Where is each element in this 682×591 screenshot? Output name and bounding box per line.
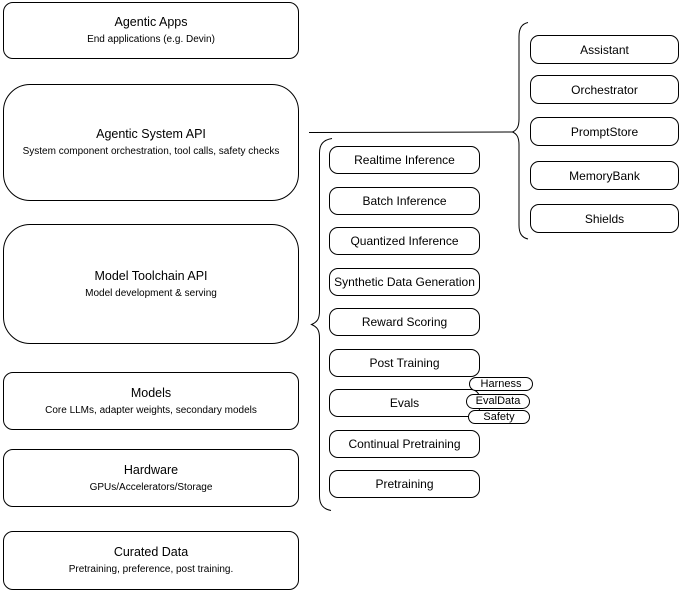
node-subtitle: Pretraining, preference, post training. bbox=[68, 564, 234, 575]
node-label: Evals bbox=[389, 396, 420, 410]
tag-harness: Harness bbox=[469, 377, 533, 391]
node-label: Post Training bbox=[369, 356, 440, 370]
node-synthetic-data-generation: Synthetic Data Generation bbox=[329, 268, 480, 296]
node-subtitle: GPUs/Accelerators/Storage bbox=[89, 481, 213, 493]
node-reward-scoring: Reward Scoring bbox=[329, 308, 480, 336]
node-label: Shields bbox=[584, 211, 625, 226]
node-label: Synthetic Data Generation bbox=[334, 275, 475, 289]
node-model-toolchain-api: Model Toolchain API Model development & … bbox=[3, 224, 299, 344]
tag-evaldata: EvalData bbox=[466, 394, 530, 409]
node-label: PromptStore bbox=[570, 124, 639, 139]
node-label: Realtime Inference bbox=[354, 153, 455, 167]
node-pretraining: Pretraining bbox=[329, 470, 480, 498]
components-bracket bbox=[511, 22, 529, 240]
node-subtitle: System component orchestration, tool cal… bbox=[22, 146, 280, 157]
node-curated-data: Curated Data Pretraining, preference, po… bbox=[3, 531, 299, 590]
node-post-training: Post Training bbox=[329, 349, 480, 377]
node-batch-inference: Batch Inference bbox=[329, 187, 480, 215]
node-quantized-inference: Quantized Inference bbox=[329, 227, 480, 255]
node-assistant: Assistant bbox=[530, 35, 679, 64]
node-label: Batch Inference bbox=[362, 194, 447, 208]
node-label: Quantized Inference bbox=[350, 234, 459, 248]
api-to-components-connector bbox=[308, 131, 513, 133]
node-label: MemoryBank bbox=[569, 168, 640, 183]
node-continual-pretraining: Continual Pretraining bbox=[329, 430, 480, 458]
node-label: Orchestrator bbox=[571, 82, 638, 97]
node-memorybank: MemoryBank bbox=[530, 161, 679, 190]
node-hardware: Hardware GPUs/Accelerators/Storage bbox=[3, 449, 299, 507]
node-promptstore: PromptStore bbox=[530, 117, 679, 146]
node-evals: Evals bbox=[329, 389, 480, 417]
node-subtitle: End applications (e.g. Devin) bbox=[87, 34, 215, 45]
tag-label: Safety bbox=[483, 410, 515, 423]
node-title: Agentic Apps bbox=[114, 15, 188, 29]
node-subtitle: Core LLMs, adapter weights, secondary mo… bbox=[45, 404, 257, 416]
node-title: Agentic System API bbox=[96, 127, 206, 141]
node-models: Models Core LLMs, adapter weights, secon… bbox=[3, 372, 299, 430]
node-label: Continual Pretraining bbox=[348, 437, 461, 451]
node-label: Pretraining bbox=[375, 477, 434, 491]
node-label: Reward Scoring bbox=[361, 315, 448, 329]
node-realtime-inference: Realtime Inference bbox=[329, 146, 480, 174]
tag-safety: Safety bbox=[468, 410, 530, 424]
node-agentic-apps: Agentic Apps End applications (e.g. Devi… bbox=[3, 2, 299, 59]
node-title: Model Toolchain API bbox=[94, 268, 208, 283]
tag-label: Harness bbox=[480, 377, 522, 390]
node-agentic-system-api: Agentic System API System component orch… bbox=[3, 84, 299, 201]
node-title: Models bbox=[130, 385, 172, 400]
node-subtitle: Model development & serving bbox=[85, 287, 217, 299]
node-title: Curated Data bbox=[113, 545, 189, 559]
node-label: Assistant bbox=[580, 42, 629, 57]
node-title: Hardware bbox=[123, 462, 179, 477]
node-orchestrator: Orchestrator bbox=[530, 75, 679, 104]
tag-label: EvalData bbox=[475, 395, 521, 407]
node-shields: Shields bbox=[530, 204, 679, 233]
